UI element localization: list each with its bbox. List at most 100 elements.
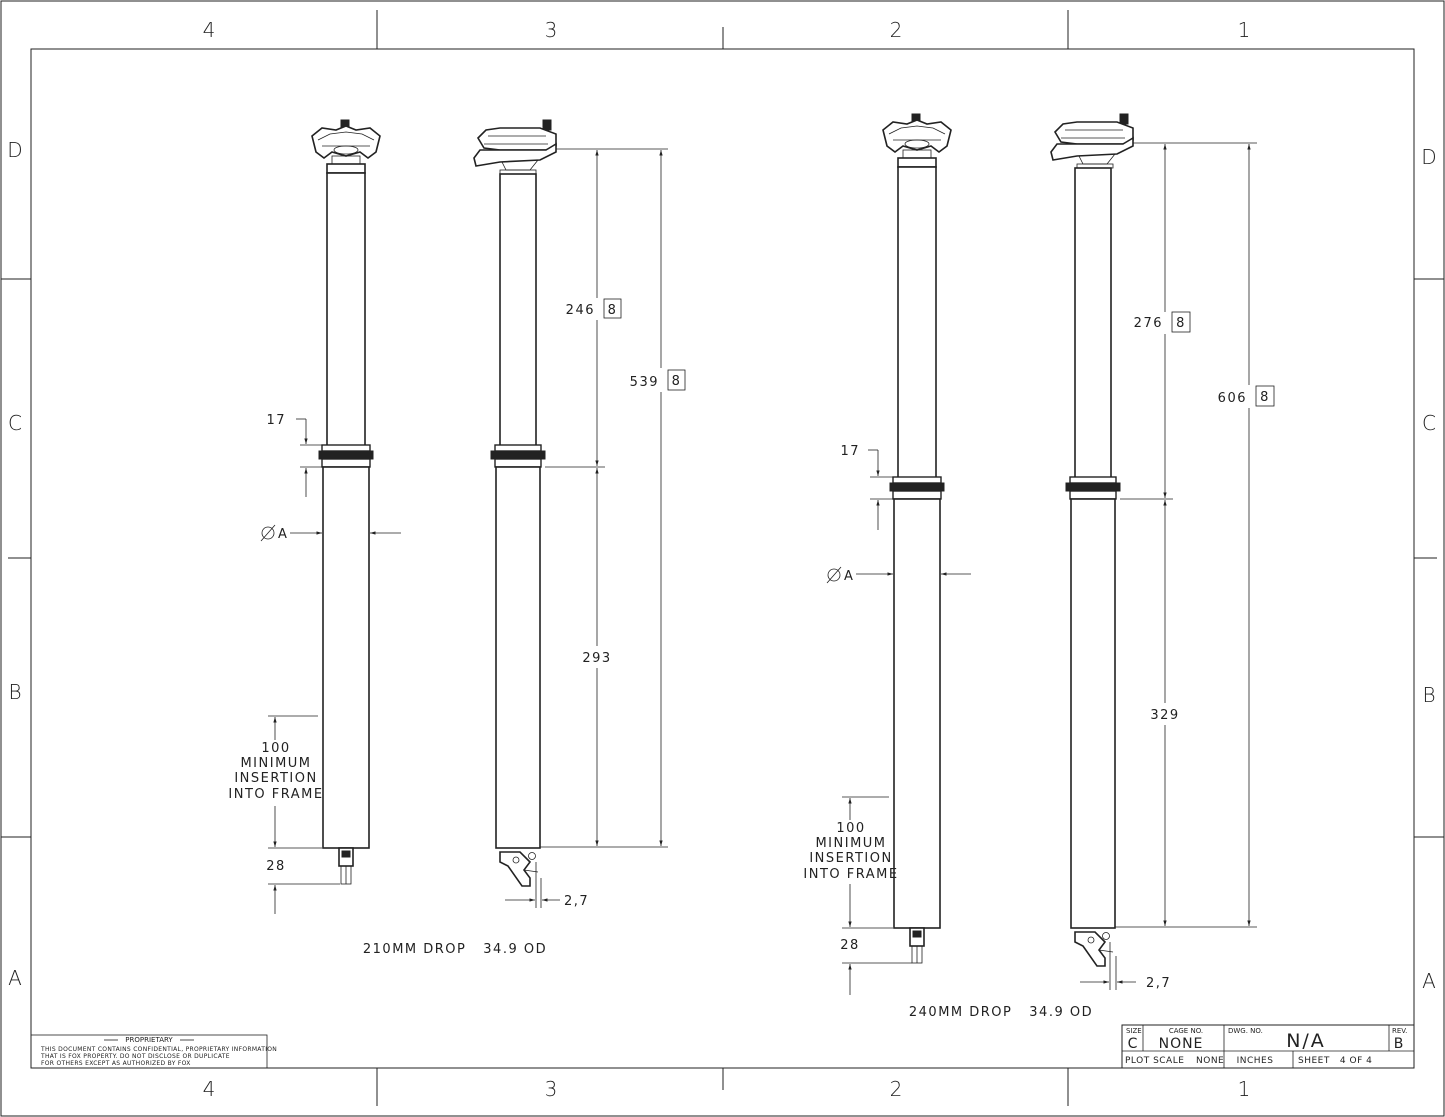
svg-text:INSERTION: INSERTION (234, 771, 317, 786)
lower-body (1070, 498, 1116, 929)
zone-row-right-3: B (1422, 683, 1435, 707)
proprietary-line: THAT IS FOX PROPERTY. DO NOT DISCLOSE OR… (40, 1053, 230, 1060)
svg-text:17: 17 (840, 444, 860, 459)
zone-row-left-3: B (8, 680, 21, 704)
rev-label: REV. (1392, 1027, 1407, 1035)
dwg-label: DWG. NO. (1228, 1027, 1263, 1035)
svg-text:INSERTION: INSERTION (809, 851, 892, 866)
dim-diameter: A (826, 566, 971, 584)
upper-stanchion (897, 166, 937, 480)
plot-scale-value: NONE (1196, 1056, 1224, 1066)
svg-text:MINIMUM: MINIMUM (240, 756, 311, 771)
zone-col-bottom-2: 3 (545, 1077, 558, 1101)
zone-row-right-1: D (1421, 145, 1436, 169)
zone-row-right-2: C (1422, 411, 1436, 435)
rev-value: B (1394, 1036, 1405, 1052)
zone-row-right-4: A (1422, 969, 1436, 993)
dim-246: 246 8 (566, 150, 622, 466)
svg-text:2,7: 2,7 (1146, 976, 1171, 991)
dim-606: 606 8 (1218, 144, 1275, 926)
svg-text:INTO FRAME: INTO FRAME (803, 867, 898, 882)
svg-text:8: 8 (1176, 316, 1186, 331)
svg-text:A: A (278, 527, 288, 542)
cable-actuator (1074, 931, 1114, 967)
saddle-clamp-head (882, 113, 952, 168)
size-label: SIZE (1126, 1027, 1142, 1035)
zone-col-bottom-1: 4 (203, 1077, 216, 1101)
upper-stanchion (1074, 167, 1112, 480)
lower-body (495, 466, 541, 849)
svg-text:8: 8 (608, 303, 618, 318)
size-value: C (1128, 1036, 1139, 1052)
right-caption: 240MM DROP 34.9 OD (909, 1005, 1093, 1020)
right-side-view: 276 8 329 606 8 2,7 (1050, 113, 1275, 991)
upper-stanchion (326, 172, 366, 448)
cage-label: CAGE NO. (1169, 1027, 1203, 1035)
dim-insertion: 100 MINIMUM INSERTION INTO FRAME (228, 715, 323, 847)
svg-text:17: 17 (266, 413, 286, 428)
zone-col-top-3: 2 (890, 18, 903, 42)
right-front-view: 17 A 100 MINIMUM INSERTION INTO FRAME (803, 113, 971, 995)
cage-value: NONE (1159, 1036, 1204, 1052)
svg-text:2,7: 2,7 (564, 894, 589, 909)
dim-539: 539 8 (630, 150, 686, 846)
svg-text:INTO FRAME: INTO FRAME (228, 787, 323, 802)
dim-2-7: 2,7 (1080, 942, 1171, 991)
svg-text:539: 539 (630, 375, 659, 390)
zone-col-top-2: 3 (545, 18, 558, 42)
left-caption: 210MM DROP 34.9 OD (363, 942, 547, 957)
dim-17: 17 (266, 413, 322, 497)
dim-insertion: 100 MINIMUM INSERTION INTO FRAME (803, 796, 898, 927)
zone-row-left-1: D (7, 138, 22, 162)
dim-293: 293 (582, 468, 611, 846)
saddle-clamp-side (1050, 113, 1134, 169)
zone-col-top-4: 1 (1238, 18, 1251, 42)
proprietary-note: PROPRIETARY THIS DOCUMENT CONTAINS CONFI… (30, 1034, 277, 1069)
zone-labels: 4 3 2 1 4 3 2 1 D C B A D C B A (7, 18, 1436, 1101)
svg-text:MINIMUM: MINIMUM (815, 836, 886, 851)
dim-28: 28 (266, 847, 340, 914)
svg-text:28: 28 (266, 859, 286, 874)
svg-text:276: 276 (1134, 316, 1163, 331)
units-value: INCHES (1237, 1056, 1274, 1066)
lower-body (322, 466, 370, 849)
plot-scale-label: PLOT SCALE (1125, 1056, 1184, 1066)
svg-text:A: A (844, 569, 854, 584)
svg-text:8: 8 (1260, 390, 1270, 405)
svg-text:100: 100 (836, 821, 865, 836)
upper-stanchion (499, 173, 537, 448)
zone-row-left-4: A (8, 966, 22, 990)
svg-text:293: 293 (582, 651, 611, 666)
dwg-value: N/A (1286, 1030, 1326, 1052)
dim-diameter: A (260, 524, 401, 542)
saddle-clamp-side (473, 119, 557, 175)
proprietary-line: FOR OTHERS EXCEPT AS AUTHORIZED BY FOX (41, 1060, 191, 1067)
bottom-actuator (338, 847, 354, 885)
proprietary-line: THIS DOCUMENT CONTAINS CONFIDENTIAL, PRO… (40, 1046, 277, 1053)
svg-text:329: 329 (1150, 708, 1179, 723)
title-block: SIZE C CAGE NO. NONE DWG. NO. N/A REV. B… (1121, 1024, 1415, 1069)
saddle-clamp-head (311, 119, 381, 174)
zone-col-bottom-3: 2 (890, 1077, 903, 1101)
zone-col-bottom-4: 1 (1238, 1077, 1251, 1101)
dim-28: 28 (840, 927, 912, 995)
dim-329: 329 (1150, 500, 1179, 926)
svg-text:100: 100 (261, 741, 290, 756)
left-front-view: 17 A 100 MINIMUM INSERTION INTO FRAME (228, 119, 401, 914)
lower-body (893, 498, 941, 929)
dim-17: 17 (840, 444, 893, 530)
left-side-view: 246 8 293 539 8 2,7 (473, 119, 686, 909)
svg-text:8: 8 (672, 374, 682, 389)
dim-276: 276 8 (1134, 144, 1191, 498)
proprietary-heading: PROPRIETARY (125, 1036, 173, 1044)
cable-actuator (499, 851, 539, 887)
zone-row-left-2: C (8, 411, 22, 435)
dim-2-7: 2,7 (505, 862, 589, 909)
svg-text:246: 246 (566, 303, 595, 318)
sheet-value: SHEET 4 OF 4 (1298, 1056, 1372, 1066)
svg-text:606: 606 (1218, 391, 1247, 406)
zone-col-top-1: 4 (203, 18, 216, 42)
bottom-actuator (909, 927, 925, 964)
